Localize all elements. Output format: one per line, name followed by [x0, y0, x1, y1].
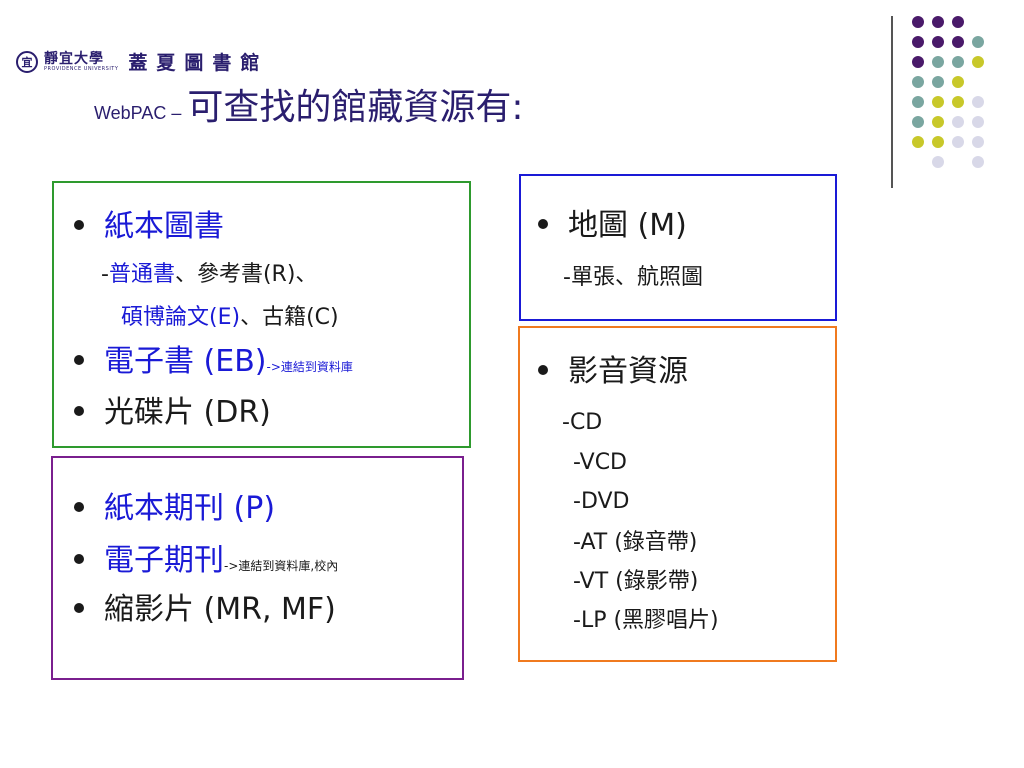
media-item: -CD: [562, 410, 603, 435]
ebook-label[interactable]: 電子書 (EB): [104, 344, 267, 379]
print-journal-label[interactable]: 紙本期刊 (P): [104, 491, 276, 526]
media-item: -VT (錄影帶): [573, 569, 699, 594]
books-heading-row: 紙本圖書: [74, 212, 224, 242]
ejournal-row: 電子期刊->連結到資料庫,校內: [74, 546, 338, 576]
journals-box: [51, 456, 464, 680]
books-general[interactable]: 普通書: [108, 262, 175, 287]
title-main: 可查找的館藏資源有:: [187, 87, 524, 128]
decorative-dot: [972, 136, 984, 148]
books-sub2: 碩博論文(E)、古籍(C): [121, 307, 339, 329]
bullet-icon: [538, 218, 548, 229]
decorative-dot: [912, 116, 924, 128]
ebook-note: ->連結到資料庫: [266, 360, 353, 374]
media-item: -LP (黑膠唱片): [573, 608, 719, 633]
decorative-dot: [932, 16, 944, 28]
decorative-dot: [932, 36, 944, 48]
books-sub2-rest: 、古籍(C): [240, 305, 339, 330]
print-journal-row: 紙本期刊 (P): [74, 494, 275, 524]
decorative-dot: [952, 76, 964, 88]
decorative-dot: [912, 96, 924, 108]
decorative-dot: [952, 16, 964, 28]
decorative-dot: [912, 36, 924, 48]
micro-label: 縮影片 (MR, MF): [104, 592, 336, 627]
decorative-dot: [952, 56, 964, 68]
decorative-dot: [932, 56, 944, 68]
decorative-dot: [952, 96, 964, 108]
bullet-icon: [74, 219, 84, 230]
decorative-dot: [972, 156, 984, 168]
ejournal-note: ->連結到資料庫,校內: [224, 559, 339, 573]
university-emblem-icon: 宜: [16, 50, 38, 73]
decorative-dot: [912, 16, 924, 28]
media-item: -DVD: [573, 489, 630, 514]
university-name-en: PROVIDENCE UNIVERSITY: [44, 65, 119, 72]
media-heading: 影音資源: [568, 354, 688, 389]
decorative-dot: [912, 136, 924, 148]
books-sub1-rest: 、參考書(R)、: [174, 262, 318, 287]
decorative-dot: [932, 76, 944, 88]
media-box: [518, 326, 837, 662]
disc-row: 光碟片 (DR): [74, 398, 271, 428]
decorative-dot: [952, 136, 964, 148]
decorative-divider: [891, 16, 893, 188]
maps-heading: 地圖 (M): [568, 208, 687, 243]
decorative-dot: [952, 36, 964, 48]
university-name: 靜宜大學 PROVIDENCE UNIVERSITY: [44, 52, 118, 72]
books-heading: 紙本圖書: [104, 209, 224, 244]
ejournal-label[interactable]: 電子期刊: [104, 543, 224, 578]
books-sub1: -普通書、參考書(R)、: [101, 264, 317, 286]
media-item: -VCD: [573, 450, 628, 475]
bullet-icon: [538, 364, 548, 375]
maps-box: [519, 174, 837, 321]
ebook-row: 電子書 (EB)->連結到資料庫: [74, 347, 353, 377]
library-name: 蓋夏圖書館: [128, 52, 269, 74]
decorative-dot: [932, 96, 944, 108]
library-logo: 宜 靜宜大學 PROVIDENCE UNIVERSITY 蓋夏圖書館: [16, 48, 268, 75]
bullet-icon: [74, 602, 84, 613]
decorative-dot: [912, 56, 924, 68]
maps-sub: -單張、航照圖: [563, 265, 703, 290]
disc-label: 光碟片 (DR): [104, 395, 271, 430]
decorative-dot: [972, 116, 984, 128]
books-sub1-dash: -: [101, 262, 109, 287]
decorative-dot: [972, 56, 984, 68]
title-prefix: WebPAC –: [94, 103, 182, 123]
decorative-dot: [932, 136, 944, 148]
decorative-dot: [972, 96, 984, 108]
decorative-dot: [932, 156, 944, 168]
books-box: [52, 181, 471, 448]
decorative-dot: [952, 116, 964, 128]
university-name-zh: 靜宜大學: [44, 50, 104, 67]
media-heading-row: 影音資源: [538, 357, 688, 387]
bullet-icon: [74, 501, 84, 512]
decorative-dot: [932, 116, 944, 128]
bullet-icon: [74, 405, 84, 416]
bullet-icon: [74, 553, 84, 564]
micro-row: 縮影片 (MR, MF): [74, 595, 336, 625]
maps-heading-row: 地圖 (M): [538, 211, 687, 241]
page-title: WebPAC – 可查找的館藏資源有:: [94, 78, 524, 130]
decorative-dot: [912, 76, 924, 88]
books-theses[interactable]: 碩博論文(E): [121, 305, 241, 330]
bullet-icon: [74, 354, 84, 365]
decorative-dot: [972, 36, 984, 48]
media-item: -AT (錄音帶): [573, 530, 698, 555]
